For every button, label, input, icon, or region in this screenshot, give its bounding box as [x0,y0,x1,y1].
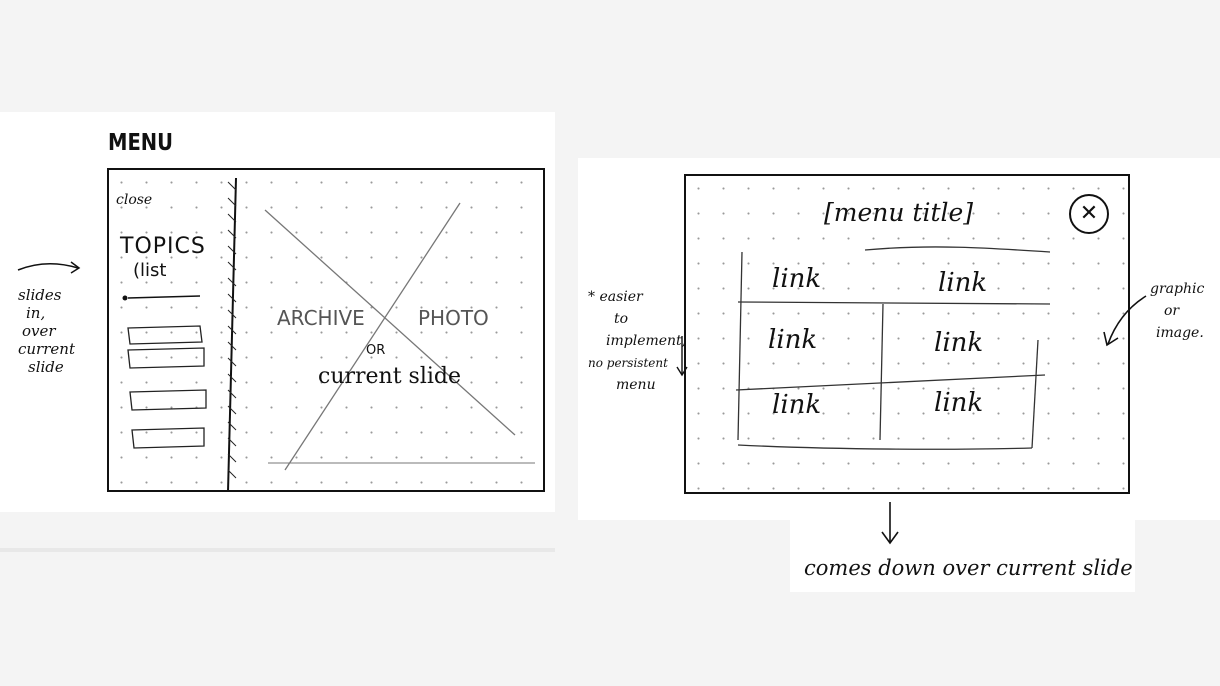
slide-placeholder-x [264,202,535,471]
menu-link[interactable]: link [934,328,984,358]
comes-down-note: comes down over current slide [804,556,1133,580]
right-sketch-frame [684,174,1130,494]
or-label: OR [366,343,386,358]
menu-link[interactable]: link [772,264,822,294]
note-line: image. [1156,325,1204,341]
graphic-arrow [1103,295,1147,347]
easier-note: * easier to implement, no persistent men… [588,286,686,396]
comes-down-arrow [881,502,899,545]
note-line: in, [26,304,46,322]
note-line: graphic [1150,281,1205,297]
close-icon: ✕ [1079,201,1099,226]
menu-link[interactable]: link [768,325,818,355]
note-line: slide [28,358,64,376]
menu-link[interactable]: link [934,388,984,418]
topics-list[interactable] [120,290,210,455]
topics-subheading: (list [133,260,167,281]
note-line: over [22,322,56,340]
sidebar-divider [227,177,237,493]
note-line: slides [18,286,62,304]
note-line: * easier [588,289,643,305]
note-line: implement, [606,333,687,349]
photo-label: PHOTO [418,306,489,330]
topics-heading: TOPICS [120,234,206,259]
note-line: current [18,340,75,358]
menu-link[interactable]: link [772,390,822,420]
current-slide-label: current slide [318,364,462,389]
left-sketch-frame [107,168,545,492]
menu-heading: MENU [108,130,174,156]
paper-strip [0,548,555,552]
menu-link[interactable]: link [938,268,988,298]
menu-title: [menu title] [824,198,974,227]
note-line: to [614,311,629,327]
slides-in-arrow [17,261,81,274]
archive-label: ARCHIVE [277,306,365,330]
paper-bottom [790,520,1135,592]
note-line: menu [616,377,656,393]
close-link[interactable]: close [116,192,153,208]
easier-arrow [676,336,688,377]
slides-in-note: slides in, over current slide [18,286,75,376]
close-button[interactable]: ✕ [1069,194,1109,234]
note-line: or [1164,303,1180,319]
note-line: no persistent [588,356,668,370]
link-grid [735,246,1051,450]
graphic-note: graphic or image. [1150,278,1204,344]
